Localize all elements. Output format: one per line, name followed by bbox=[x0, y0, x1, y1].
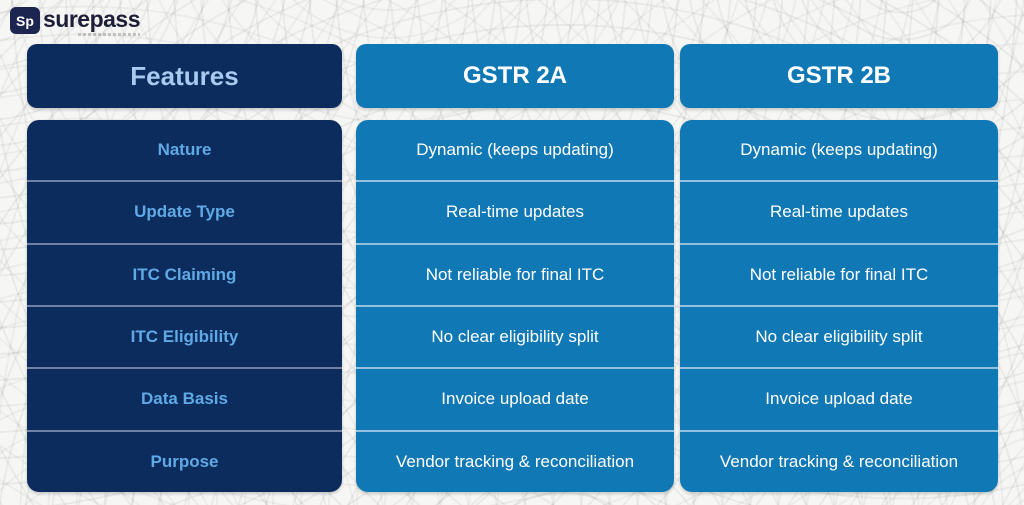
gstr2a-cell-itc-eligibility: No clear eligibility split bbox=[356, 304, 674, 367]
features-column: Nature Update Type ITC Claiming ITC Elig… bbox=[27, 120, 342, 492]
gstr2a-cell-nature: Dynamic (keeps updating) bbox=[416, 140, 614, 160]
logo-tagline-line bbox=[78, 33, 141, 36]
feature-label-nature: Nature bbox=[157, 140, 212, 160]
gstr2b-cell-itc-eligibility: No clear eligibility split bbox=[680, 304, 998, 367]
logo-wordmark: surepass bbox=[43, 6, 141, 32]
logo: Sp surepass bbox=[10, 6, 141, 36]
gstr2b-column: Dynamic (keeps updating) Real-time updat… bbox=[680, 120, 998, 492]
gstr2b-column-header: GSTR 2B bbox=[680, 44, 998, 108]
gstr2b-cell-update-type: Real-time updates bbox=[680, 180, 998, 242]
feature-label-itc-eligibility: ITC Eligibility bbox=[27, 304, 342, 367]
feature-label-itc-claiming: ITC Claiming bbox=[27, 242, 342, 305]
gstr2a-cell-itc-claiming: Not reliable for final ITC bbox=[356, 242, 674, 305]
feature-label-update-type: Update Type bbox=[27, 180, 342, 242]
gstr2b-cell-itc-claiming: Not reliable for final ITC bbox=[680, 242, 998, 305]
features-column-header: Features bbox=[27, 44, 342, 108]
gstr2a-cell-update-type: Real-time updates bbox=[356, 180, 674, 242]
gstr2a-column: Dynamic (keeps updating) Real-time updat… bbox=[356, 120, 674, 492]
gstr2a-cell-purpose: Vendor tracking & reconciliation bbox=[356, 429, 674, 492]
gstr2b-cell-nature: Dynamic (keeps updating) bbox=[740, 140, 938, 160]
gstr2b-cell-purpose: Vendor tracking & reconciliation bbox=[680, 429, 998, 492]
feature-label-purpose: Purpose bbox=[27, 429, 342, 492]
gstr2a-cell-data-basis: Invoice upload date bbox=[356, 367, 674, 429]
gstr2b-cell-data-basis: Invoice upload date bbox=[680, 367, 998, 429]
logo-sp-icon: Sp bbox=[10, 7, 40, 34]
feature-label-data-basis: Data Basis bbox=[27, 367, 342, 429]
gstr2a-column-header: GSTR 2A bbox=[356, 44, 674, 108]
